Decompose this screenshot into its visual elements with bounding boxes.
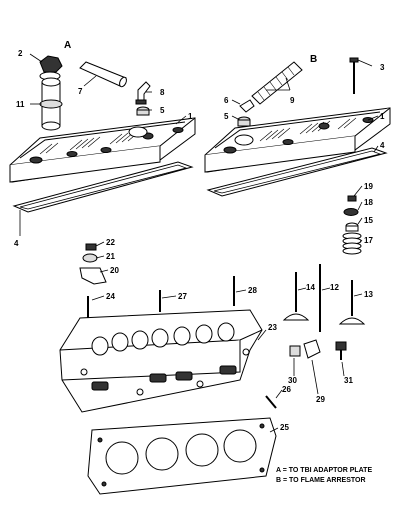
elbow-fitting bbox=[135, 81, 151, 105]
vent-hose bbox=[79, 61, 127, 88]
cylinder-head bbox=[59, 309, 263, 413]
rocker-ball bbox=[82, 253, 98, 263]
rocker-nut-left bbox=[85, 243, 97, 251]
callout-12: 12 bbox=[330, 283, 339, 292]
callout-1-right: 1 bbox=[380, 112, 385, 121]
breather-fitting bbox=[239, 99, 255, 113]
rocker-arm-retainer bbox=[343, 208, 359, 216]
callout-23: 23 bbox=[268, 323, 277, 332]
callout-A: A bbox=[64, 40, 71, 51]
oil-filler-cap bbox=[39, 55, 63, 81]
intake-ports bbox=[91, 365, 237, 391]
valve-spring bbox=[342, 232, 362, 255]
legend: A = TO TBI ADAPTOR PLATE B = TO FLAME AR… bbox=[276, 467, 372, 484]
callout-22: 22 bbox=[106, 238, 115, 247]
callout-28: 28 bbox=[248, 286, 257, 295]
callout-5-left: 5 bbox=[160, 106, 165, 115]
callout-4-left: 4 bbox=[14, 239, 19, 248]
callout-labels: A B 2 11 7 8 5 1 4 6 5 9 3 1 4 19 18 15 … bbox=[14, 40, 385, 432]
left-valve-cover bbox=[9, 117, 196, 183]
callout-24: 24 bbox=[106, 292, 115, 301]
rocker-arm bbox=[79, 267, 107, 285]
callout-31: 31 bbox=[344, 376, 353, 385]
intake-valve bbox=[282, 272, 310, 321]
valve-rotator bbox=[345, 222, 359, 232]
callout-29: 29 bbox=[316, 395, 325, 404]
valve-spring-set bbox=[91, 322, 235, 356]
callout-B: B bbox=[310, 54, 317, 65]
left-valve-cover-gasket bbox=[12, 161, 194, 213]
leader-lines bbox=[19, 53, 379, 433]
callout-15: 15 bbox=[364, 216, 373, 225]
callout-4-right: 4 bbox=[380, 141, 385, 150]
callout-27: 27 bbox=[178, 292, 187, 301]
legend-line-b: B = TO FLAME ARRESTOR bbox=[276, 477, 366, 484]
callout-11: 11 bbox=[16, 100, 25, 109]
callout-13: 13 bbox=[364, 290, 373, 299]
legend-line-a: A = TO TBI ADAPTOR PLATE bbox=[276, 467, 372, 474]
head-gasket bbox=[87, 417, 277, 495]
callout-9: 9 bbox=[290, 96, 295, 105]
temp-sender bbox=[289, 345, 301, 357]
right-valve-cover-gasket bbox=[206, 147, 388, 197]
dowel-pin bbox=[265, 395, 277, 409]
callout-17: 17 bbox=[364, 236, 373, 245]
callout-25: 25 bbox=[280, 423, 289, 432]
valve-cover-bolt bbox=[349, 57, 359, 94]
callout-19: 19 bbox=[364, 182, 373, 191]
callout-1-left: 1 bbox=[188, 112, 193, 121]
callout-2: 2 bbox=[18, 49, 23, 58]
callout-6: 6 bbox=[224, 96, 229, 105]
callout-30: 30 bbox=[288, 376, 297, 385]
callout-7: 7 bbox=[78, 87, 83, 96]
oil-filler-tube bbox=[39, 77, 63, 131]
callout-18: 18 bbox=[364, 198, 373, 207]
callout-26: 26 bbox=[282, 385, 291, 394]
callout-20: 20 bbox=[110, 266, 119, 275]
callout-8: 8 bbox=[160, 88, 165, 97]
callout-14: 14 bbox=[306, 283, 315, 292]
callout-3: 3 bbox=[380, 63, 385, 72]
grommet-left bbox=[136, 106, 150, 116]
grommet-right bbox=[237, 116, 251, 127]
rocker-nut bbox=[347, 195, 357, 202]
callout-21: 21 bbox=[106, 252, 115, 261]
exhaust-valve bbox=[338, 280, 366, 325]
right-valve-cover bbox=[204, 107, 391, 173]
plug-bolt bbox=[335, 341, 347, 360]
clip-bracket bbox=[303, 339, 321, 359]
callout-5-right: 5 bbox=[224, 112, 229, 121]
breather-hose bbox=[251, 61, 303, 105]
